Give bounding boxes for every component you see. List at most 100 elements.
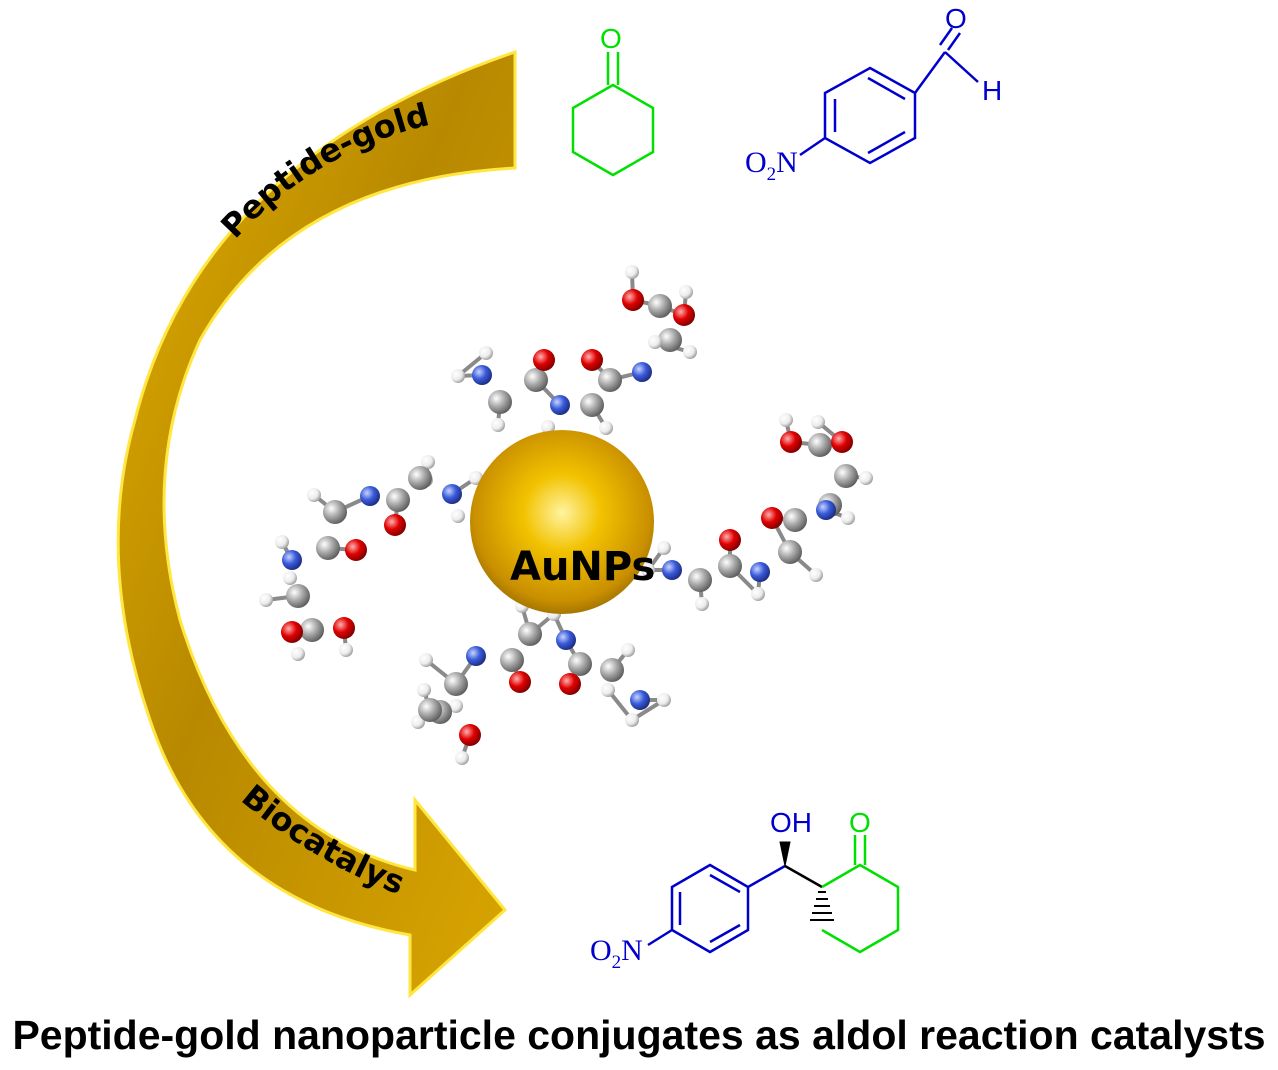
hydrogen-atom: [859, 471, 873, 485]
carbon-atom: [488, 390, 512, 414]
carbon-atom: [600, 658, 624, 682]
carbon-atom: [598, 368, 622, 392]
hydrogen-atom: [841, 511, 855, 525]
carbon-atom: [316, 536, 340, 560]
hydrogen-atom: [479, 346, 493, 360]
hydrogen-atom: [601, 683, 615, 697]
oxygen-atom: [384, 514, 406, 536]
hydrogen-atom: [811, 415, 825, 429]
hydrogen-atom: [291, 647, 305, 661]
hydrogen-atom: [417, 683, 431, 697]
curved-arrow: Peptide-gold Biocatalyst: [0, 0, 517, 999]
hydrogen-atom: [657, 693, 671, 707]
hydrogen-atom: [339, 643, 353, 657]
hydrogen-atom: [283, 571, 297, 585]
cyclohexanone-structure: O: [571, 23, 655, 177]
carbon-atom: [648, 294, 672, 318]
aldol-product-structure: OH O2N O: [590, 807, 900, 973]
gold-nanoparticle: AuNPs: [470, 430, 655, 614]
nitro-group-label: O2N: [745, 146, 798, 185]
hydrogen-atom: [451, 369, 465, 383]
carbon-atom: [783, 508, 807, 532]
nitrogen-atom: [662, 560, 682, 580]
carbon-atom: [580, 393, 604, 417]
hydrogen-atom: [451, 509, 465, 523]
aldehyde-oxygen-label: O: [945, 3, 967, 34]
carbon-atom: [444, 672, 468, 696]
hydrogen-atom: [695, 597, 709, 611]
hydrogen-atom: [411, 715, 425, 729]
nitrogen-atom: [556, 630, 576, 650]
carbon-atom: [568, 652, 592, 676]
oxygen-atom: [559, 673, 581, 695]
hydrogen-atom: [421, 455, 435, 469]
carbon-atom: [323, 500, 347, 524]
hydrogen-atom: [625, 265, 639, 279]
hydrogen-atom: [648, 335, 662, 349]
oxygen-atom: [761, 507, 783, 529]
nitrogen-atom: [816, 500, 836, 520]
carbon-atom: [658, 328, 682, 352]
hydrogen-atom: [259, 593, 273, 607]
oxygen-atom: [719, 529, 741, 551]
nitrogen-atom: [282, 550, 302, 570]
hydrogen-atom: [599, 421, 613, 435]
carbon-atom: [778, 540, 802, 564]
oxygen-atom: [581, 349, 603, 371]
nitrogen-atom: [472, 365, 492, 385]
oxygen-atom: [673, 304, 695, 326]
ketone-oxygen-label: O: [600, 23, 622, 54]
oxygen-atom: [459, 724, 481, 746]
carbon-atom: [718, 554, 742, 578]
hydrogen-atom: [683, 345, 697, 359]
hydrogen-atom: [679, 285, 693, 299]
hydrogen-atom: [419, 653, 433, 667]
nitrogen-atom: [466, 646, 486, 666]
oxygen-atom: [831, 431, 853, 453]
hydrogen-atom: [751, 587, 765, 601]
nitrogen-atom: [442, 484, 462, 504]
hydrogen-atom: [491, 418, 505, 432]
nitrogen-atom: [550, 395, 570, 415]
hydrogen-atom: [641, 563, 655, 577]
scheme-caption: Peptide-gold nanoparticle conjugates as …: [12, 1012, 1266, 1058]
nitrogen-atom: [750, 562, 770, 582]
nitrobenzaldehyde-structure: O H O2N: [745, 3, 1002, 185]
oxygen-atom: [333, 617, 355, 639]
hydrogen-atom: [275, 535, 289, 549]
oxygen-atom: [345, 539, 367, 561]
curved-arrow-body: [116, 49, 517, 999]
carbon-atom: [500, 648, 524, 672]
hydrogen-atom: [455, 751, 469, 765]
oxygen-atom: [533, 349, 555, 371]
hydrogen-atom: [307, 488, 321, 502]
hydrogen-atom: [779, 413, 793, 427]
carbon-atom: [386, 488, 410, 512]
hydrogen-atom: [809, 568, 823, 582]
nanoparticle-label: AuNPs: [510, 544, 655, 590]
product-hydroxyl-label: OH: [770, 807, 812, 838]
carbon-atom: [418, 698, 442, 722]
oxygen-atom: [281, 621, 303, 643]
nitrogen-atom: [632, 362, 652, 382]
carbon-atom: [688, 568, 712, 592]
nitrogen-atom: [360, 486, 380, 506]
carbon-atom: [286, 584, 310, 608]
carbon-atom: [300, 618, 324, 642]
carbon-atom: [518, 622, 542, 646]
hydrogen-atom: [621, 643, 635, 657]
hydrogen-atom: [541, 420, 555, 434]
peptide-ligands: [259, 265, 873, 765]
aldehyde-hydrogen-label: H: [982, 75, 1002, 106]
oxygen-atom: [622, 289, 644, 311]
oxygen-atom: [509, 671, 531, 693]
product-ketone-oxygen-label: O: [849, 807, 871, 838]
carbon-atom: [524, 368, 548, 392]
oxygen-atom: [780, 431, 802, 453]
hydrogen-atom: [449, 699, 463, 713]
carbon-atom: [808, 433, 832, 457]
carbon-atom: [408, 466, 432, 490]
hydrogen-atom: [625, 713, 639, 727]
hydrogen-atom: [657, 541, 671, 555]
